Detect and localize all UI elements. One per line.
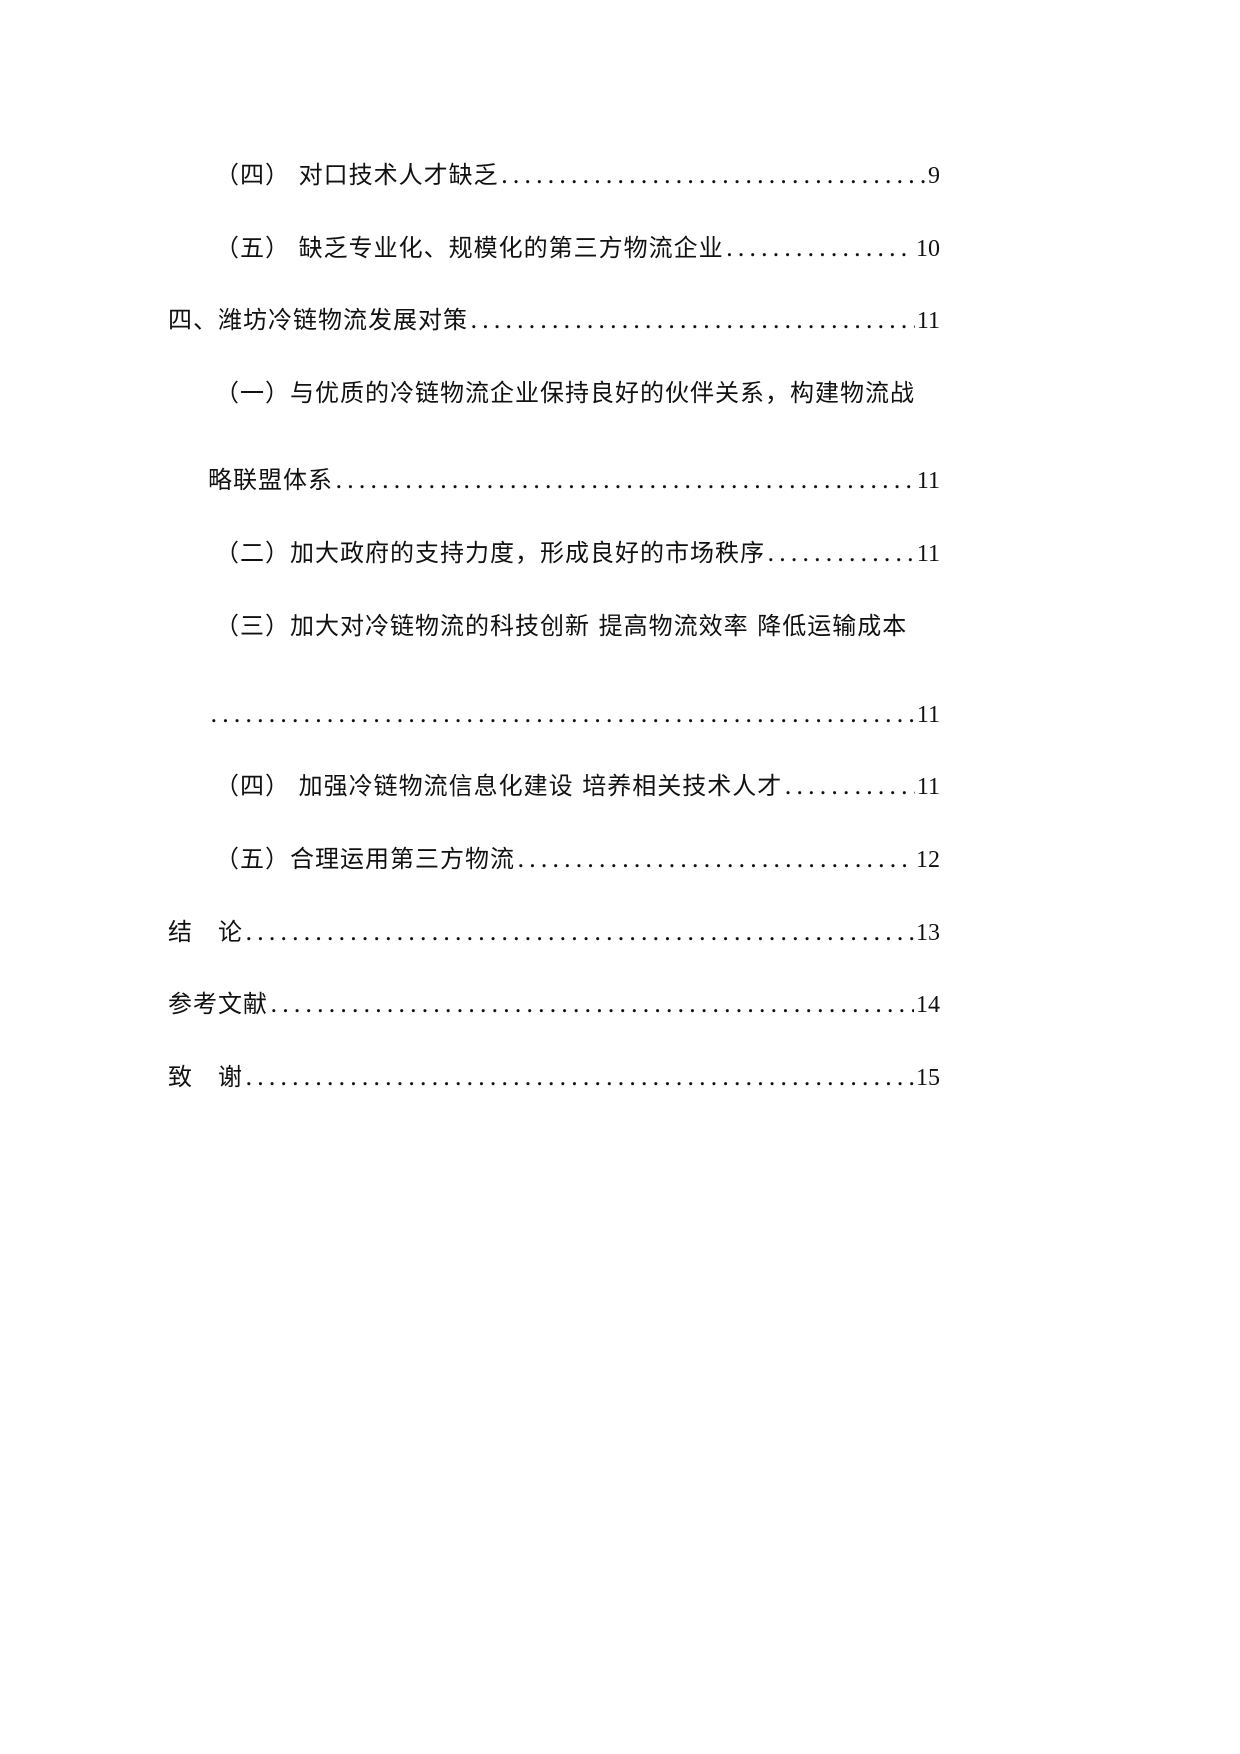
toc-entry-page: 9 — [928, 163, 940, 189]
leader-dots — [210, 699, 915, 729]
toc-entry[interactable]: 略联盟体系 11 — [208, 465, 940, 495]
toc-entry-title-line1[interactable]: （一）与优质的冷链物流企业保持良好的伙伴关系，构建物流战 — [215, 379, 915, 407]
toc-entry[interactable]: （五） 缺乏专业化、规模化的第三方物流企业 10 — [215, 233, 940, 263]
leader-dots — [517, 844, 914, 874]
leader-dots — [501, 160, 926, 190]
toc-entry-page: 11 — [916, 541, 940, 567]
leader-dots — [245, 917, 914, 947]
toc-entry-title: （五） 缺乏专业化、规模化的第三方物流企业 — [215, 234, 724, 262]
toc-entry-page: 11 — [916, 702, 940, 728]
leader-dots — [767, 538, 915, 568]
toc-entry-title: （四） 对口技术人才缺乏 — [215, 161, 499, 189]
toc-entry[interactable]: （五）合理运用第三方物流 12 — [215, 844, 940, 874]
toc-entry-page: 10 — [916, 236, 940, 262]
toc-entry-page: 12 — [916, 847, 940, 873]
toc-entry-title: 致 谢 — [168, 1063, 243, 1091]
toc-entry-conclusion[interactable]: 结 论 13 — [168, 917, 940, 947]
toc-entry-title: 结 论 — [168, 918, 243, 946]
toc-entry[interactable]: （四） 加强冷链物流信息化建设 培养相关技术人才 11 — [215, 771, 940, 801]
toc-entry-page: 14 — [916, 992, 940, 1018]
toc-entry-page: 13 — [916, 920, 940, 946]
toc-entry-title: （四） 加强冷链物流信息化建设 培养相关技术人才 — [215, 772, 783, 800]
leader-dots — [726, 233, 914, 263]
toc-entry-title: （五）合理运用第三方物流 — [215, 845, 515, 873]
toc-entry-references[interactable]: 参考文献 14 — [168, 989, 940, 1019]
toc-entry-page: 15 — [916, 1065, 940, 1091]
toc-entry[interactable]: （二）加大政府的支持力度，形成良好的市场秩序 11 — [215, 538, 940, 568]
leader-dots — [784, 771, 915, 801]
toc-entry-page: 11 — [916, 774, 940, 800]
leader-dots — [335, 465, 915, 495]
toc-entry-title-line1[interactable]: （三）加大对冷链物流的科技创新 提高物流效率 降低运输成本 — [215, 612, 908, 640]
toc-entry-acknowledgements[interactable]: 致 谢 15 — [168, 1062, 940, 1092]
toc-entry[interactable]: （四） 对口技术人才缺乏 9 — [215, 160, 940, 190]
leader-dots — [270, 989, 914, 1019]
toc-entry-title: （二）加大政府的支持力度，形成良好的市场秩序 — [215, 539, 765, 567]
toc-entry-title-line2: 略联盟体系 — [208, 466, 333, 494]
toc-entry-page: 11 — [916, 308, 940, 334]
toc-entry-chapter[interactable]: 四、潍坊冷链物流发展对策 11 — [168, 305, 940, 335]
toc-entry-title: 参考文献 — [168, 990, 268, 1018]
leader-dots — [245, 1062, 914, 1092]
toc-entry-page: 11 — [916, 468, 940, 494]
toc-entry[interactable]: 11 — [208, 699, 940, 729]
toc-entry-title: 四、潍坊冷链物流发展对策 — [168, 306, 468, 334]
leader-dots — [470, 305, 915, 335]
